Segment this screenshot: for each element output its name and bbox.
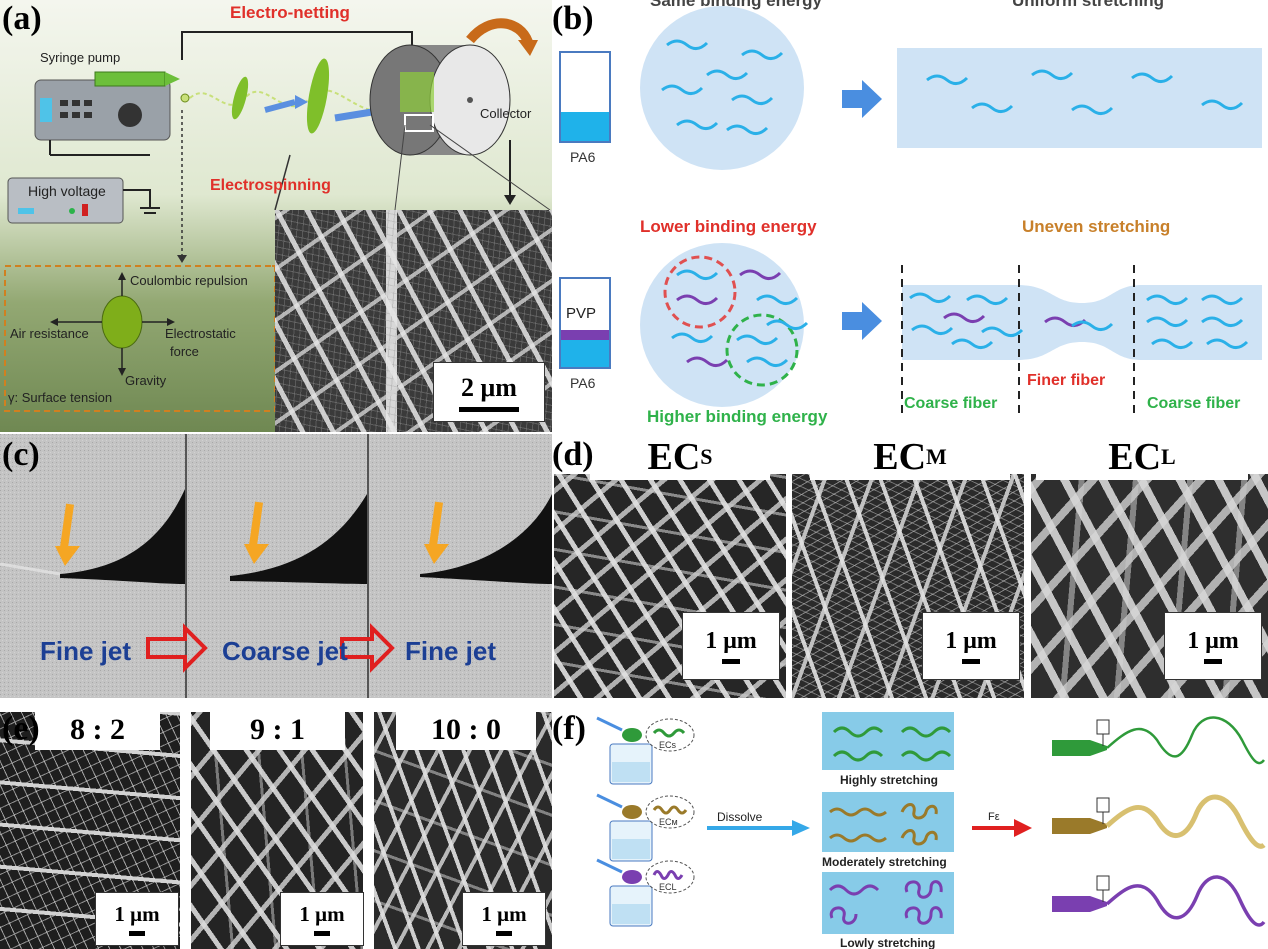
high-voltage-label: High voltage xyxy=(28,183,106,199)
higher-binding-label: Higher binding energy xyxy=(647,407,828,426)
panel-label-f: (f) xyxy=(552,710,586,747)
scale-ecs: 1 μm xyxy=(682,612,780,680)
high-voltage-icon xyxy=(7,140,160,224)
title-ecs-main: EC xyxy=(647,436,701,478)
pvp-label: PVP xyxy=(566,305,596,322)
scale-ecl: 1 μm xyxy=(1164,612,1262,680)
jet-label-1: Fine jet xyxy=(40,636,131,666)
coarse-fiber-right-label: Coarse fiber xyxy=(1147,395,1240,412)
title-ecs-sub: S xyxy=(700,444,713,469)
nozzle-gold-icon xyxy=(1052,794,1266,849)
panel-label-d: (d) xyxy=(552,436,594,473)
panel-a-scale-bar: 2 μm xyxy=(433,362,545,422)
scale-9-1-text: 1 μm xyxy=(299,902,345,926)
electrostatic-force-label-2: force xyxy=(170,344,199,359)
uniform-stretching-label: Uniform stretching xyxy=(1012,0,1164,10)
panel-f: ECs ECм ECL Dissolve Highly stretching M… xyxy=(552,700,1268,949)
panel-c-jet-frames: Fine jet Coarse jet Fine jet xyxy=(0,434,552,698)
coulombic-repulsion-label: Coulombic repulsion xyxy=(130,273,248,288)
panel-a-schematic: Electro-netting Syringe pump High voltag… xyxy=(4,3,552,412)
title-8-2: 8 : 2 xyxy=(35,710,160,750)
ecs-tag: ECs xyxy=(659,740,677,750)
uneven-stretching-label: Uneven stretching xyxy=(1022,217,1170,236)
panel-e: 8 : 2 9 : 1 10 : 0 1 μm 1 μm 1 μm (e) xyxy=(0,700,552,949)
title-9-1: 9 : 1 xyxy=(210,710,345,750)
title-ecm-sub: M xyxy=(926,444,947,469)
highly-stretching-label: Highly stretching xyxy=(840,773,938,787)
panel-f-schematic: ECs ECм ECL Dissolve Highly stretching M… xyxy=(596,712,1266,949)
scale-ecm-text: 1 μm xyxy=(945,628,997,654)
panel-label-b: (b) xyxy=(552,0,594,37)
scale-ecl-text: 1 μm xyxy=(1187,628,1239,654)
scale-10-0: 1 μm xyxy=(462,892,546,946)
panel-a-scale-text: 2 μm xyxy=(461,372,517,402)
finer-fiber-label: Finer fiber xyxy=(1027,372,1105,389)
collector-icon xyxy=(369,18,538,156)
surface-tension-label: γ: Surface tension xyxy=(8,390,112,405)
gravity-label: Gravity xyxy=(125,373,167,388)
pa6-top-label: PA6 xyxy=(570,149,596,165)
title-ecl-sub: L xyxy=(1161,444,1176,469)
nozzle-green-icon xyxy=(1052,716,1265,765)
title-10-0: 10 : 0 xyxy=(396,710,536,750)
scale-ecs-text: 1 μm xyxy=(705,628,757,654)
moderately-stretching-label: Moderately stretching xyxy=(822,855,947,869)
lowly-stretching-label: Lowly stretching xyxy=(840,936,935,949)
pa6-bottom-label: PA6 xyxy=(570,375,596,391)
jet-label-3: Fine jet xyxy=(405,636,496,666)
syringe-pump-label: Syringe pump xyxy=(40,50,120,65)
force-label: Fε xyxy=(988,811,1000,823)
collector-label: Collector xyxy=(480,106,532,121)
panel-label-e: (e) xyxy=(2,710,40,747)
scale-ecm: 1 μm xyxy=(922,612,1020,680)
scale-8-2-text: 1 μm xyxy=(114,902,160,926)
title-ecm-main: EC xyxy=(873,436,927,478)
jet-label-2: Coarse jet xyxy=(222,636,348,666)
beaker-ecl-icon xyxy=(596,858,695,927)
title-ecl-main: EC xyxy=(1108,436,1162,478)
sem-image-ecm xyxy=(792,474,1024,698)
scale-8-2: 1 μm xyxy=(95,892,179,946)
panel-b-schematic: Same binding energy Uniform stretching P… xyxy=(559,0,1262,426)
beaker-ecs-icon xyxy=(596,716,695,785)
electro-netting-label: Electro-netting xyxy=(230,3,350,22)
dissolve-label: Dissolve xyxy=(717,810,763,824)
scale-10-0-text: 1 μm xyxy=(481,902,527,926)
nozzle-purple-icon xyxy=(1052,875,1266,927)
panel-label-a: (a) xyxy=(2,0,42,37)
coarse-fiber-left-label: Coarse fiber xyxy=(904,395,997,412)
ecm-tag: ECм xyxy=(659,817,678,827)
same-binding-label: Same binding energy xyxy=(650,0,822,10)
lower-binding-label: Lower binding energy xyxy=(640,217,817,236)
electrospinning-label: Electrospinning xyxy=(210,177,331,194)
ecl-tag: ECL xyxy=(659,882,677,892)
electrostatic-force-label: Electrostatic xyxy=(165,326,236,341)
panel-a: Electro-netting Syringe pump High voltag… xyxy=(0,0,552,432)
scale-9-1: 1 μm xyxy=(280,892,364,946)
air-resistance-label: Air resistance xyxy=(10,326,89,341)
panel-b: Same binding energy Uniform stretching P… xyxy=(552,0,1268,432)
panel-label-c: (c) xyxy=(2,436,40,473)
beaker-ecm-icon xyxy=(596,793,695,862)
panel-c: Fine jet Coarse jet Fine jet (c) xyxy=(0,434,552,698)
syringe-pump-icon xyxy=(34,71,180,141)
